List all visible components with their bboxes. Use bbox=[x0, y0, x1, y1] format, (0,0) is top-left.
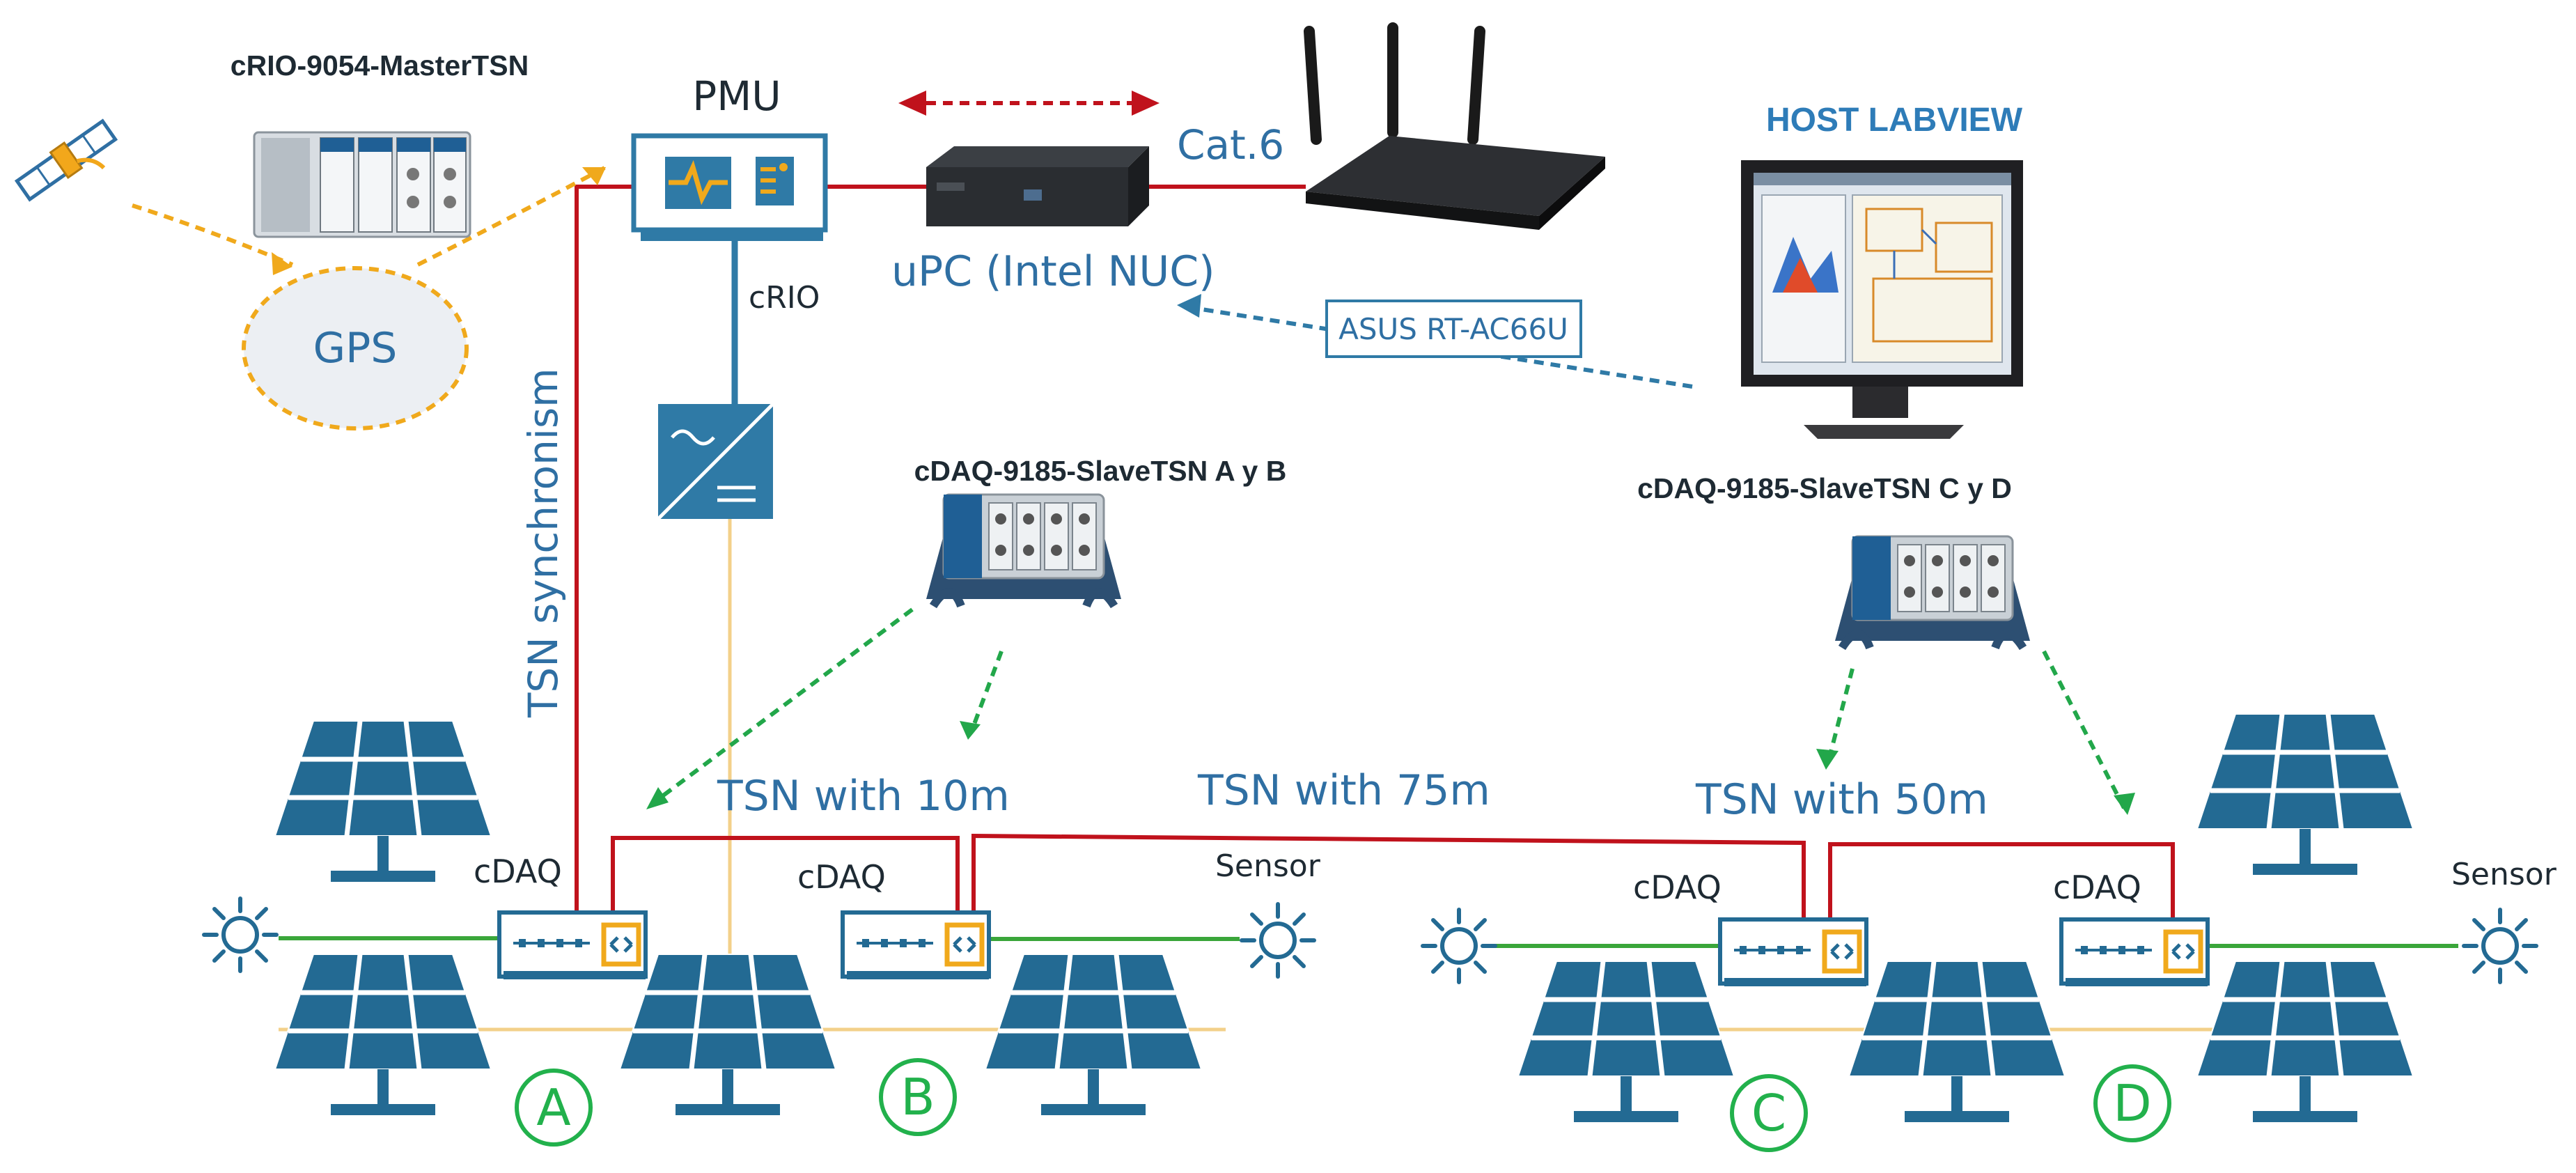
crio-master-label: cRIO-9054-MasterTSN bbox=[231, 49, 529, 81]
cat6-label: Cat.6 bbox=[1177, 121, 1284, 169]
cdaq-label-a: cDAQ bbox=[474, 853, 562, 890]
zone-c-label: C bbox=[1751, 1084, 1786, 1142]
cdaq-ab-label: cDAQ-9185-SlaveTSN A y B bbox=[914, 455, 1287, 487]
mini-pc-icon bbox=[926, 146, 1149, 226]
sensor-label-b: Sensor bbox=[1215, 848, 1321, 884]
zone-a-label: A bbox=[536, 1078, 570, 1137]
zone-b-circle bbox=[879, 1058, 957, 1136]
tsn50-label: TSN with 50m bbox=[1695, 775, 1988, 824]
cdaq-chassis-icon-ab bbox=[926, 495, 1121, 606]
tsn-cables bbox=[575, 185, 2175, 919]
router-icon bbox=[1304, 22, 1605, 230]
crio-chassis-icon bbox=[253, 131, 471, 238]
zone-c-circle bbox=[1730, 1074, 1808, 1152]
host-labview-label: HOST LABVIEW bbox=[1766, 102, 2023, 139]
gps-cloud bbox=[242, 266, 469, 430]
zone-b-label: B bbox=[900, 1068, 935, 1126]
cdaq-label-d: cDAQ bbox=[2053, 869, 2141, 906]
pmu-label: PMU bbox=[692, 72, 781, 120]
pmu-icon bbox=[631, 133, 828, 241]
tsn10-label: TSN with 10m bbox=[717, 772, 1010, 821]
crio-label: cRIO bbox=[749, 280, 820, 316]
cdaq-label-c: cDAQ bbox=[1633, 869, 1722, 906]
zone-d-label: D bbox=[2113, 1074, 2151, 1133]
gps-label: GPS bbox=[313, 324, 398, 373]
sensor-label-d: Sensor bbox=[2451, 857, 2557, 892]
satellite-icon bbox=[14, 118, 118, 202]
cdaq-chassis-icon-cd bbox=[1835, 536, 2030, 648]
cdaq-box-b bbox=[843, 912, 989, 979]
asus-label-box bbox=[1325, 300, 1582, 358]
inverter-icon bbox=[657, 403, 774, 520]
cdaq-box-a bbox=[499, 912, 646, 979]
cdaq-box-d bbox=[2061, 919, 2208, 986]
cdaq-label-b: cDAQ bbox=[797, 858, 886, 896]
sensor-cables bbox=[279, 936, 2458, 948]
zone-a-circle bbox=[515, 1069, 593, 1147]
monitor-icon bbox=[1741, 160, 2023, 439]
cdaq-cd-label: cDAQ-9185-SlaveTSN C y D bbox=[1637, 472, 2012, 504]
upc-label: uPC (Intel NUC) bbox=[891, 247, 1215, 296]
asus-label: ASUS RT-AC66U bbox=[1338, 312, 1568, 346]
zone-d-circle bbox=[2093, 1064, 2171, 1142]
arrowheads bbox=[272, 91, 2135, 815]
tsn-sync-label: TSN synchronism bbox=[520, 368, 567, 718]
cdaq-box-c bbox=[1720, 919, 1866, 986]
tsn75-label: TSN with 75m bbox=[1197, 766, 1490, 815]
